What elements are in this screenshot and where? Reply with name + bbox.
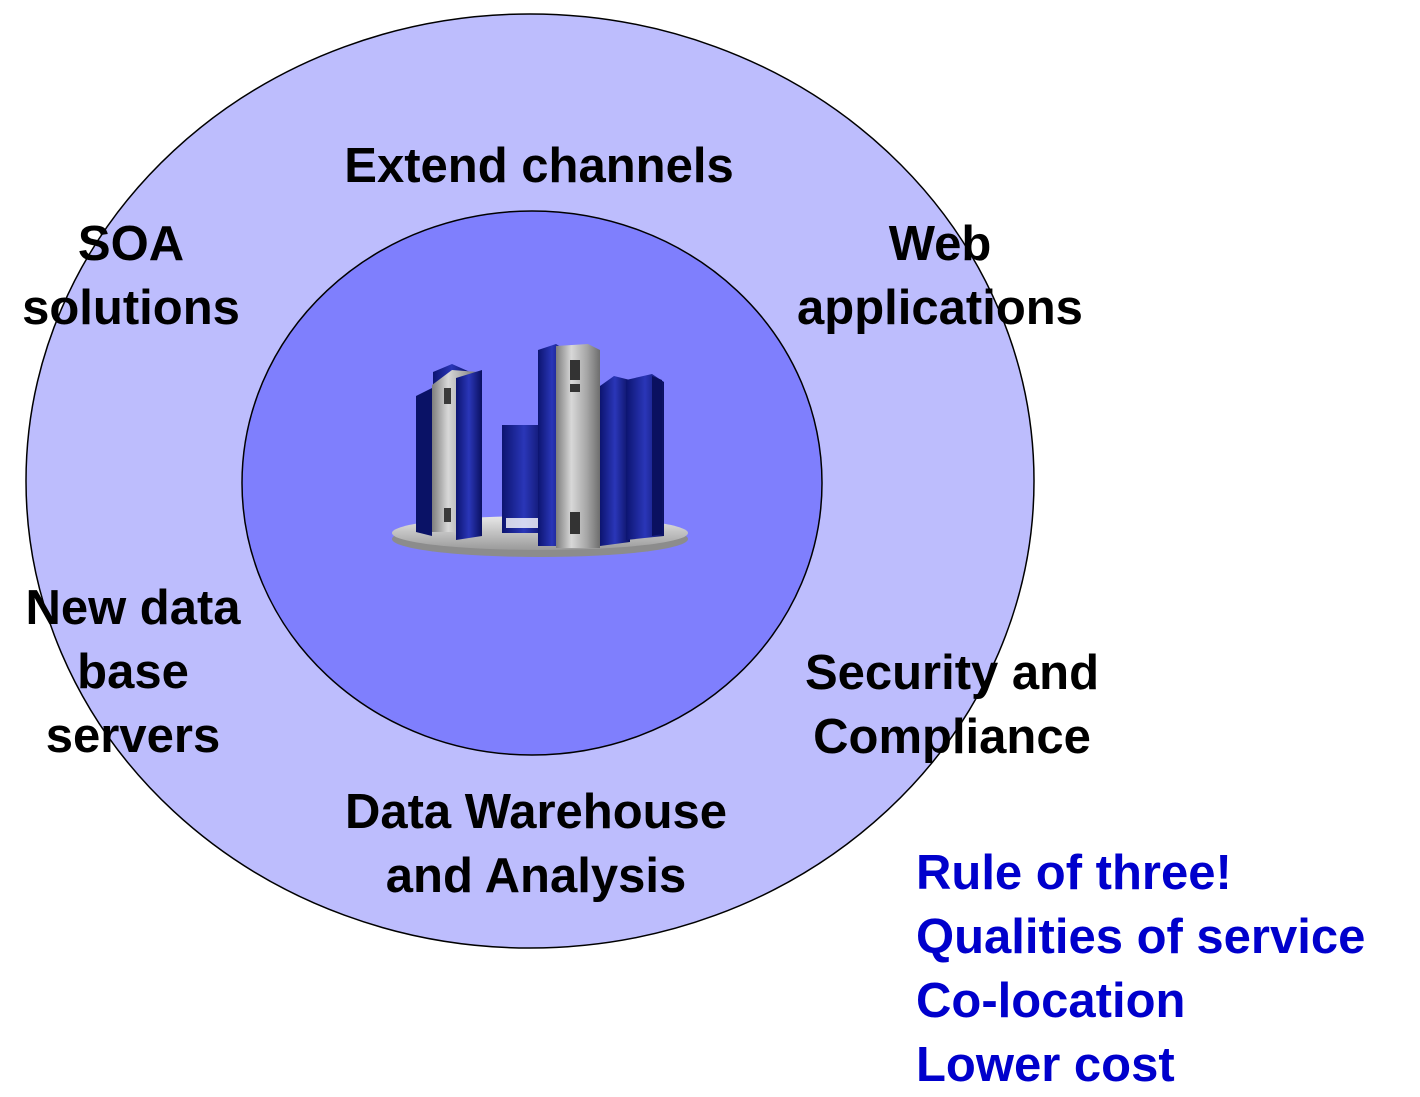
benefit-item: Rule of three! — [916, 846, 1232, 900]
label-web-line-1: Web — [888, 217, 992, 271]
label-web-line-2: applications — [797, 281, 1083, 335]
label-soa-line-2: solutions — [22, 281, 240, 335]
benefits-list: Rule of three! Qualities of service Co-l… — [916, 841, 1365, 1097]
benefit-item: Qualities of service — [916, 910, 1366, 964]
label-soa-solutions: SOA solutions — [0, 212, 262, 340]
label-newdata-line-2: base — [77, 645, 189, 699]
label-security-compliance: Security and Compliance — [772, 641, 1132, 769]
label-newdata-line-3: servers — [45, 709, 221, 763]
label-extend-channels-line-1: Extend channels — [344, 139, 734, 193]
label-extend-channels: Extend channels — [309, 134, 769, 198]
label-warehouse-line-2: and Analysis — [385, 849, 687, 903]
label-data-warehouse: Data Warehouse and Analysis — [306, 780, 766, 908]
server-cluster-icon — [392, 344, 688, 557]
label-web-applications: Web applications — [770, 212, 1110, 340]
label-soa-line-1: SOA — [77, 217, 185, 271]
label-newdata-line-1: New data — [25, 581, 241, 635]
label-security-line-2: Compliance — [813, 710, 1091, 764]
label-security-line-1: Security and — [804, 646, 1100, 700]
benefit-item: Co-location — [916, 974, 1186, 1028]
label-warehouse-line-1: Data Warehouse — [344, 785, 728, 839]
benefit-item: Lower cost — [916, 1038, 1175, 1092]
label-new-database-servers: New data base servers — [0, 576, 266, 768]
